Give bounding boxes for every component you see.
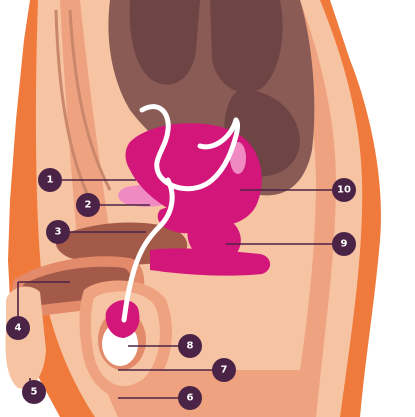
callout-label-9: 9 bbox=[341, 239, 348, 250]
callout-marker-8: 8 bbox=[178, 334, 202, 358]
callout-marker-5: 5 bbox=[22, 380, 46, 404]
callout-marker-3: 3 bbox=[46, 220, 70, 244]
callout-label-6: 6 bbox=[187, 393, 194, 404]
callout-marker-7: 7 bbox=[212, 358, 236, 382]
callout-label-8: 8 bbox=[187, 341, 194, 352]
callout-label-1: 1 bbox=[47, 175, 54, 186]
callout-marker-6: 6 bbox=[178, 386, 202, 410]
callout-label-2: 2 bbox=[85, 200, 92, 211]
callout-label-4: 4 bbox=[15, 323, 22, 334]
callout-marker-9: 9 bbox=[332, 232, 356, 256]
callout-label-5: 5 bbox=[31, 387, 38, 398]
callout-marker-4: 4 bbox=[6, 316, 30, 340]
callout-label-3: 3 bbox=[55, 227, 62, 238]
callout-marker-1: 1 bbox=[38, 168, 62, 192]
callout-marker-10: 10 bbox=[332, 178, 356, 202]
callout-label-7: 7 bbox=[221, 365, 228, 376]
callout-label-10: 10 bbox=[337, 185, 351, 196]
callout-marker-2: 2 bbox=[76, 193, 100, 217]
